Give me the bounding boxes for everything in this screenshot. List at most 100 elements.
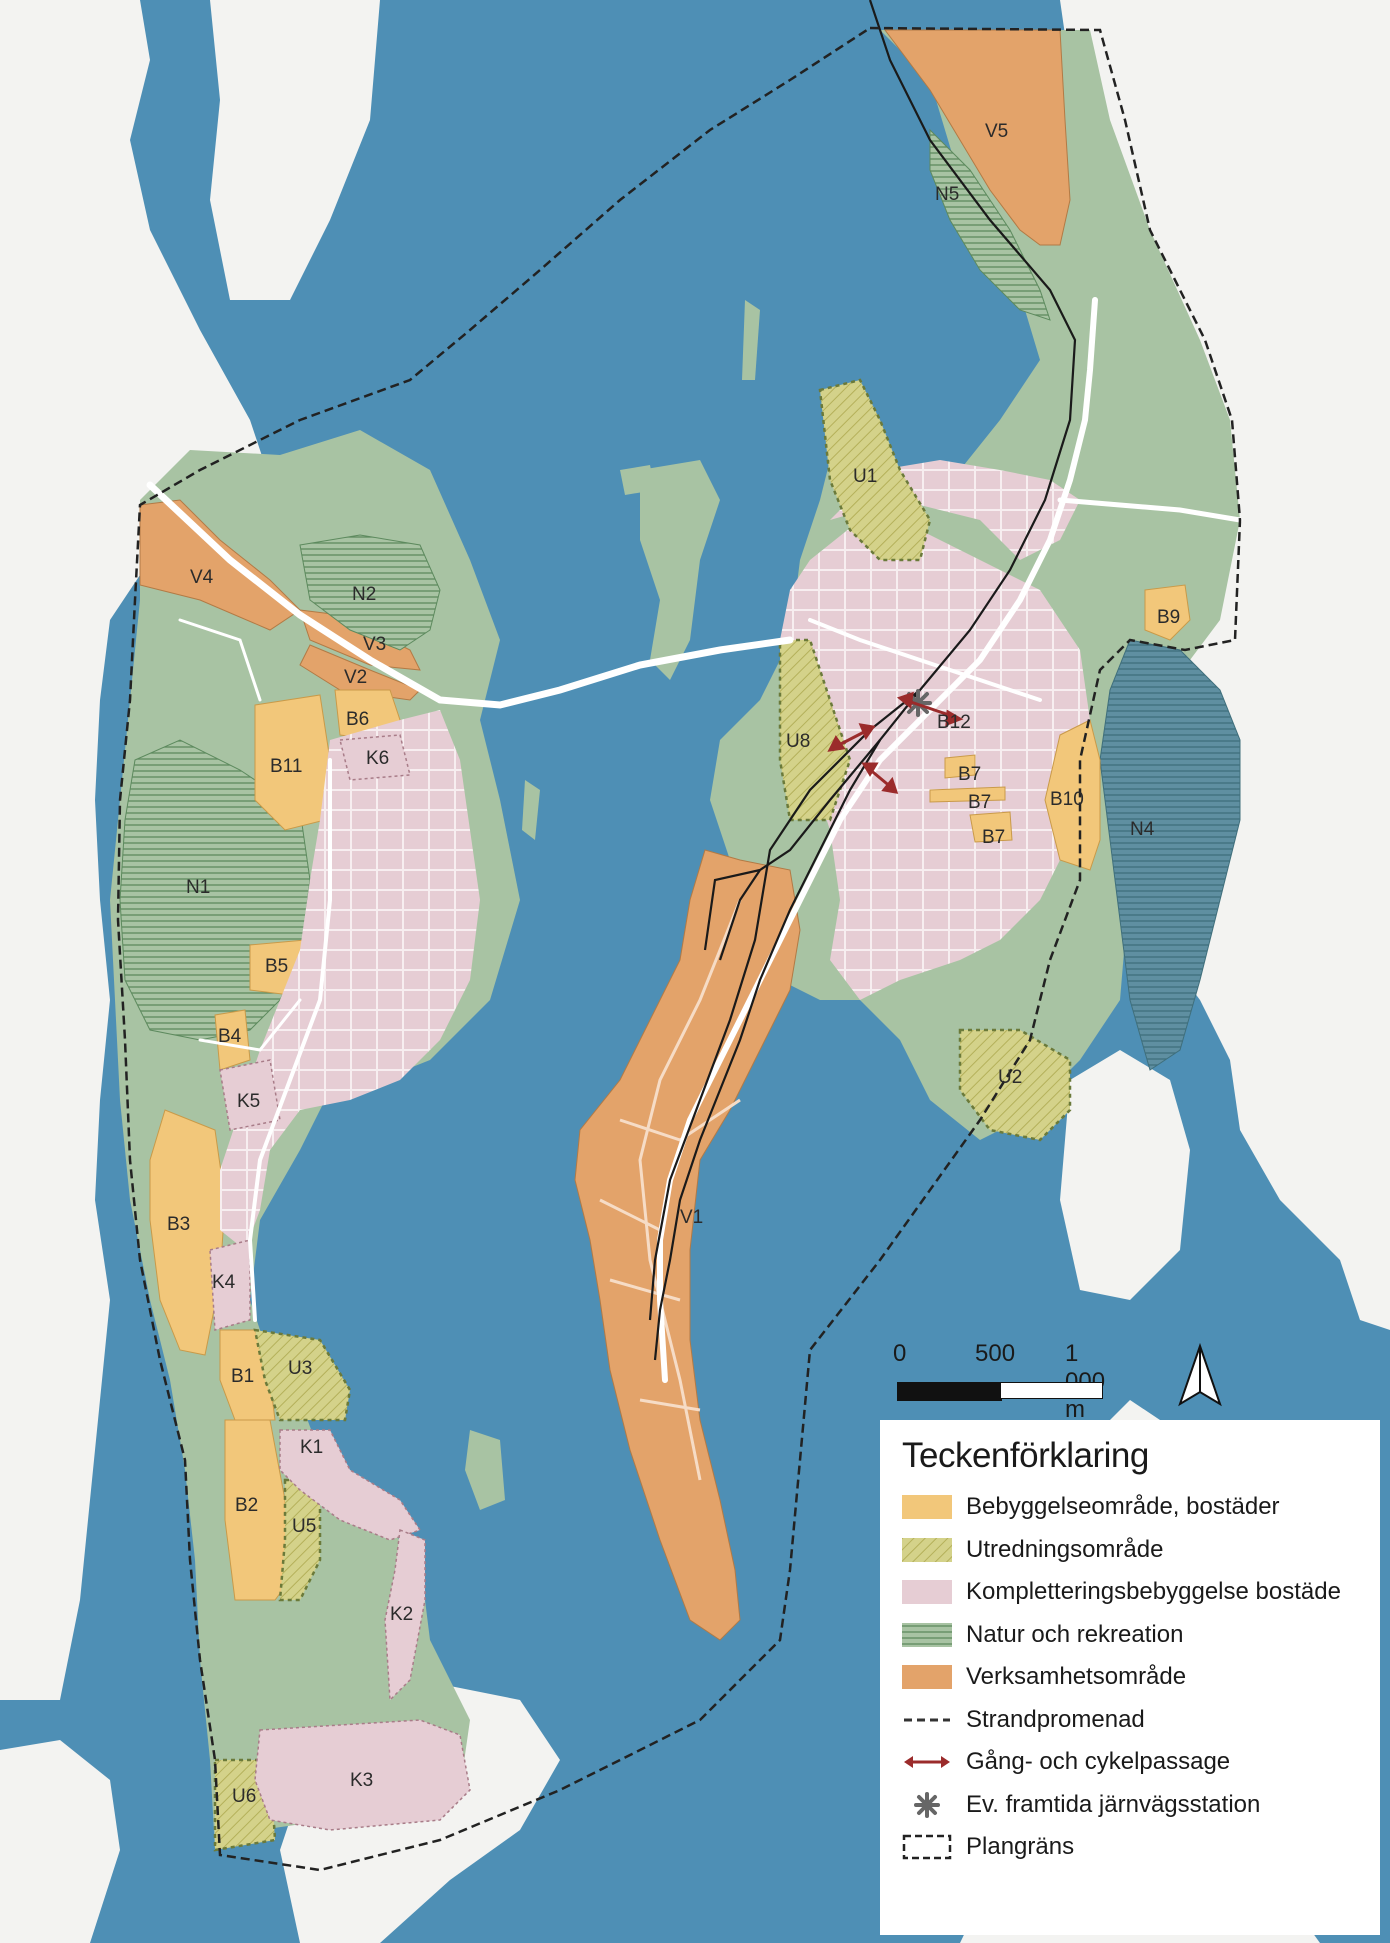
legend-label: Bebyggelseområde, bostäder	[966, 1493, 1280, 1521]
label-n5: N5	[935, 184, 959, 205]
label-b12: B12	[937, 712, 971, 733]
legend-title: Teckenförklaring	[902, 1436, 1149, 1475]
bay-islands	[465, 300, 760, 1510]
legend-item-natur: Natur och rekreation	[894, 1614, 1366, 1657]
zone-u1	[818, 378, 932, 562]
label-b6: B6	[346, 709, 369, 730]
label-k5: K5	[237, 1091, 260, 1112]
label-u3: U3	[288, 1358, 312, 1379]
legend-label: Verksamhetsområde	[966, 1663, 1187, 1691]
label-n2: N2	[352, 584, 376, 605]
label-v3: V3	[363, 634, 386, 655]
legend-item-bostader: Bebyggelseområde, bostäder	[894, 1486, 1366, 1529]
legend-label: Plangräns	[966, 1833, 1075, 1861]
legend: Teckenförklaring Bebyggelseområde, bostä…	[880, 1420, 1380, 1935]
legend-swatch-bostader	[902, 1494, 952, 1520]
zone-b3	[149, 1109, 226, 1356]
zone-k3	[254, 1719, 471, 1831]
zone-k2	[384, 1528, 426, 1702]
west-residential	[220, 710, 480, 1250]
label-k6: K6	[366, 748, 389, 769]
investigation-zones	[213, 378, 1072, 1852]
legend-item-utredning: Utredningsområde	[894, 1529, 1366, 1572]
legend-label: Strandpromenad	[966, 1705, 1145, 1733]
legend-swatch-plangrans	[902, 1834, 952, 1860]
v1-roads	[599, 899, 742, 1481]
legend-label: Natur och rekreation	[966, 1620, 1184, 1648]
legend-item-komplettering: Kompletteringsbebyggelse bostäde	[894, 1571, 1366, 1614]
label-k1: K1	[300, 1437, 323, 1458]
scale-bar-black	[897, 1382, 1002, 1401]
scale-bar-white	[1000, 1382, 1103, 1399]
zone-u8	[778, 638, 852, 822]
scale-label-500: 500	[975, 1340, 1016, 1367]
zone-v1	[574, 849, 801, 1641]
label-b2: B2	[235, 1495, 258, 1516]
label-u2: U2	[998, 1067, 1022, 1088]
legend-label: Kompletteringsbebyggelse bostäde	[966, 1578, 1341, 1606]
scale-bar: 0 500 1 000 m	[893, 1340, 1123, 1423]
legend-label: Ev. framtida järnvägsstation	[966, 1790, 1261, 1818]
label-v4: V4	[190, 567, 214, 588]
label-u6: U6	[232, 1786, 256, 1807]
zone-k5	[219, 1059, 281, 1131]
legend-item-passage: Gång- och cykelpassage	[894, 1741, 1366, 1784]
label-u8: U8	[786, 731, 810, 752]
north-arrow-icon	[1178, 1342, 1222, 1407]
zone-v2	[299, 644, 421, 701]
zone-b7c	[969, 811, 1013, 843]
label-b10: B10	[1050, 789, 1084, 810]
zone-k6	[339, 734, 411, 781]
housing-zones	[149, 584, 1191, 1601]
label-u5: U5	[292, 1516, 316, 1537]
label-n4: N4	[1130, 819, 1155, 840]
label-n1: N1	[186, 877, 210, 898]
plan-boundary	[116, 26, 1242, 1872]
label-b7b: B7	[968, 792, 991, 813]
label-b4: B4	[218, 1026, 242, 1047]
passage-arrow-icon	[902, 1749, 952, 1775]
zone-k4	[209, 1239, 251, 1331]
label-b9: B9	[1157, 607, 1180, 628]
legend-swatch-strandpromenad	[902, 1707, 952, 1733]
legend-item-strandpromenad: Strandpromenad	[894, 1699, 1366, 1742]
zone-v5	[884, 29, 1071, 246]
label-b11: B11	[270, 756, 302, 777]
label-k2: K2	[390, 1604, 413, 1625]
label-k3: K3	[350, 1770, 373, 1791]
label-b7c: B7	[982, 827, 1005, 848]
label-b1: B1	[231, 1366, 254, 1387]
zone-u3	[253, 1328, 352, 1422]
zone-n5	[929, 128, 1051, 321]
legend-item-plangrans: Plangräns	[894, 1826, 1366, 1869]
zone-labels: V5 N5 U1 V4 N2 V3 V2 B6 K6 B11 N1 B5 B4 …	[167, 121, 1180, 1807]
zone-b9	[1144, 584, 1191, 641]
label-v2: V2	[344, 667, 367, 688]
label-b7a: B7	[958, 764, 981, 785]
zone-n4	[1099, 639, 1241, 1071]
label-k4: K4	[212, 1272, 236, 1293]
legend-label: Gång- och cykelpassage	[966, 1748, 1231, 1776]
station-asterisk-icon	[902, 1791, 952, 1818]
label-b3: B3	[167, 1214, 190, 1235]
zone-b4	[214, 1009, 251, 1071]
infill-zones	[209, 734, 471, 1831]
zone-u2	[958, 1028, 1072, 1142]
label-v5: V5	[985, 121, 1008, 142]
zone-n2	[299, 534, 441, 651]
legend-swatch-natur	[902, 1622, 952, 1648]
legend-swatch-verksamhet	[902, 1664, 952, 1690]
label-v1: V1	[680, 1207, 703, 1228]
zone-b7b	[929, 786, 1006, 803]
legend-item-station: Ev. framtida järnvägsstation	[894, 1784, 1366, 1827]
legend-label: Utredningsområde	[966, 1535, 1164, 1563]
passage-arrows	[827, 691, 964, 794]
legend-swatch-komplettering	[902, 1579, 952, 1605]
label-u1: U1	[853, 466, 877, 487]
scale-label-0: 0	[893, 1340, 907, 1367]
label-b5: B5	[265, 956, 288, 977]
legend-swatch-utredning	[902, 1537, 952, 1563]
zone-b10	[1044, 719, 1101, 871]
zone-b7a	[944, 754, 976, 779]
